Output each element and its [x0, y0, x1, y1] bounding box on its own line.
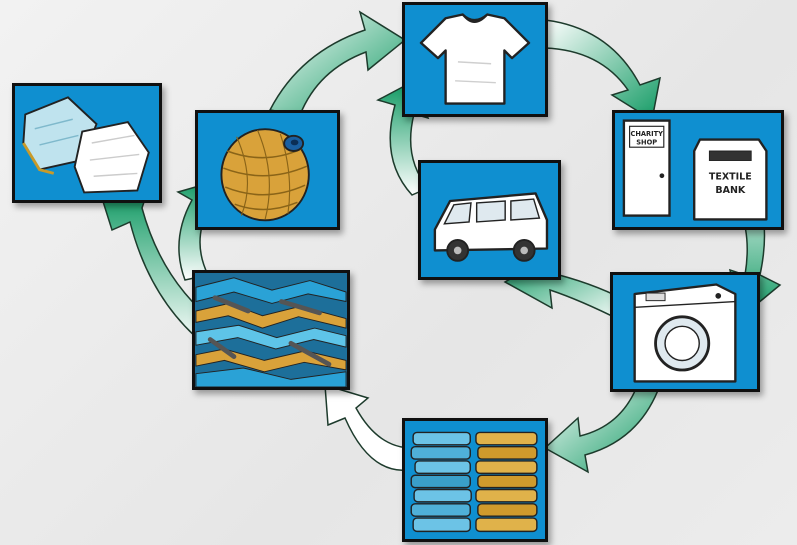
sorted-clothes-icon	[410, 431, 538, 533]
charity-shop-icon: CHARITY SHOP	[622, 119, 671, 217]
washing-machine-icon	[633, 283, 737, 383]
fabric-scraps-icon	[22, 96, 150, 194]
panel-fabric-scraps	[12, 83, 162, 203]
bank-label-line2: BANK	[715, 185, 746, 196]
arrow-washer-to-sorted	[543, 377, 661, 474]
textile-bank-icon: TEXTILE BANK	[693, 138, 768, 221]
tshirt-icon	[419, 13, 531, 105]
panel-washing-machine	[610, 272, 760, 392]
bank-label-line1: TEXTILE	[709, 172, 752, 183]
panel-charity-shop-textile-bank: CHARITY SHOP TEXTILE BANK	[612, 110, 784, 230]
shredded-fibres-icon	[195, 277, 347, 387]
shop-sign-line1: CHARITY	[630, 130, 663, 138]
panel-sorted-clothes	[402, 418, 548, 542]
shop-sign-line2: SHOP	[636, 138, 657, 146]
arrow-yarn-to-shirt	[268, 10, 407, 116]
van-icon	[433, 192, 549, 262]
yarn-cone-icon	[220, 128, 310, 222]
arrow-sorted-to-fibres	[324, 383, 413, 472]
panel-tshirt	[402, 2, 548, 117]
panel-shredded-fibres	[192, 270, 350, 390]
panel-yarn	[195, 110, 340, 230]
panel-van	[418, 160, 561, 280]
arrow-shirt-to-shop	[544, 19, 661, 122]
